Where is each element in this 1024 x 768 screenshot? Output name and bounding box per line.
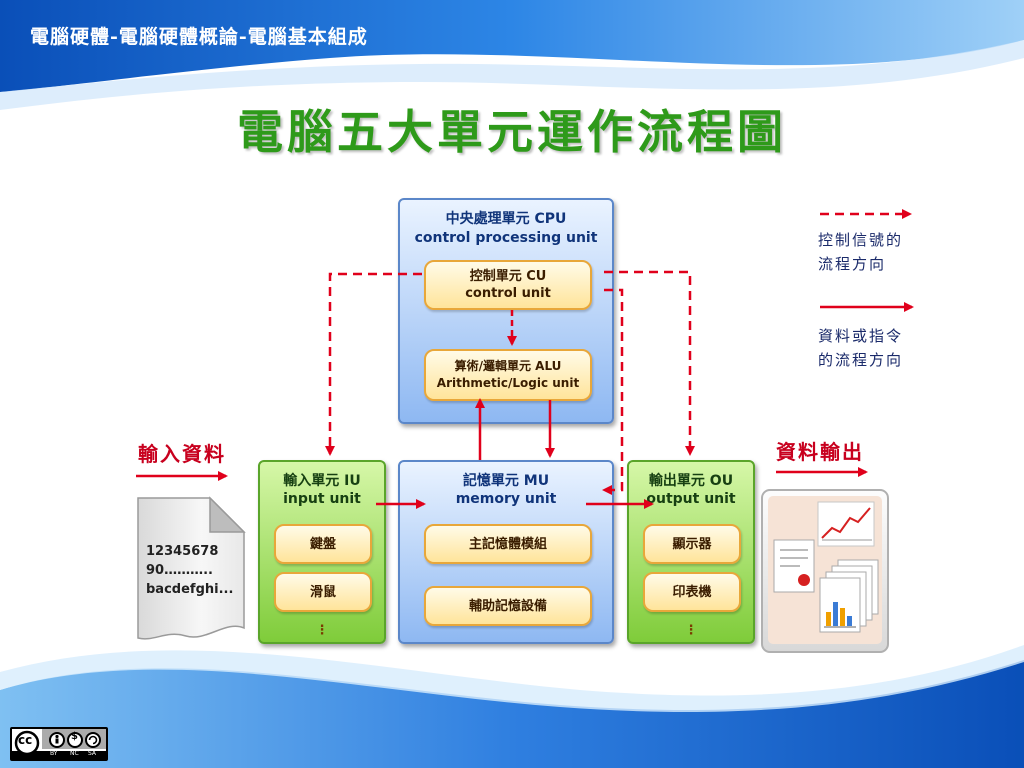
legend-control-line2: 流程方向 xyxy=(818,255,887,273)
mouse-item: 滑鼠 xyxy=(274,572,372,612)
output-data-label: 資料輸出 xyxy=(776,440,864,464)
control-unit-label-en: control unit xyxy=(465,286,551,301)
legend-data-line2: 的流程方向 xyxy=(818,351,904,369)
input-document-icon xyxy=(137,496,246,640)
printer-item: 印表機 xyxy=(643,572,741,612)
secondary-storage-item: 輔助記憶設備 xyxy=(424,586,592,626)
monitor-item: 顯示器 xyxy=(643,524,741,564)
cpu-title-cn: 中央處理單元 CPU xyxy=(445,211,567,227)
memory-unit-title-cn: 記憶單元 MU xyxy=(462,473,550,489)
doc-line: 12345678 xyxy=(146,544,219,559)
legend-data-line1: 資料或指令 xyxy=(818,327,904,345)
input-unit-title-cn: 輸入單元 IU xyxy=(283,473,361,489)
alu-label-cn: 算術/邏輯單元 ALU xyxy=(454,359,562,373)
control-signal-to-output xyxy=(604,270,695,456)
input-more-dots: ⋮ xyxy=(315,623,329,638)
control-unit-label-cn: 控制單元 CU xyxy=(469,269,547,284)
cc-badge-text: cc xyxy=(18,733,33,747)
doc-line: 90……….. xyxy=(146,563,213,578)
legend-data-flow: 資料或指令 的流程方向 xyxy=(818,324,903,372)
input-unit: 輸入單元 IU input unit 鍵盤 滑鼠 ⋮ xyxy=(258,460,386,644)
legend-control-signal: 控制信號的 流程方向 xyxy=(818,228,903,276)
output-unit: 輸出單元 OU output unit 顯示器 印表機 ⋮ xyxy=(627,460,755,644)
legend-control-line1: 控制信號的 xyxy=(818,231,904,249)
alu-box: 算術/邏輯單元 ALU Arithmetic/Logic unit xyxy=(424,349,592,401)
breadcrumb: 電腦硬體-電腦硬體概論-電腦基本組成 xyxy=(30,26,368,48)
memory-unit-title-en: memory unit xyxy=(455,491,557,507)
input-unit-title-en: input unit xyxy=(283,491,361,507)
page-title: 電腦五大單元運作流程圖 xyxy=(237,105,787,159)
control-unit-box: 控制單元 CU control unit xyxy=(424,260,592,310)
output-illustration xyxy=(761,489,889,653)
memory-unit: 記憶單元 MU memory unit 主記憶體模組 輔助記憶設備 xyxy=(398,460,614,644)
license-badge: cc $ BY NC SA xyxy=(10,727,108,761)
output-more-dots: ⋮ xyxy=(684,623,698,638)
output-unit-title-en: output unit xyxy=(646,491,736,507)
cc-icons xyxy=(12,729,106,759)
cc-term-by: BY xyxy=(50,750,58,757)
cc-term-sa: SA xyxy=(88,750,97,757)
input-data-label: 輸入資料 xyxy=(138,442,226,466)
input-document-text: 12345678 90……….. bacdefghi... xyxy=(146,542,233,599)
cc-nc-text: $ xyxy=(71,731,78,742)
keyboard-item: 鍵盤 xyxy=(274,524,372,564)
control-signal-to-input xyxy=(325,272,422,456)
main-memory-item: 主記憶體模組 xyxy=(424,524,592,564)
doc-line: bacdefghi... xyxy=(146,582,234,597)
cpu-unit: 中央處理單元 CPU control processing unit 控制單元 … xyxy=(398,198,614,424)
cc-term-nc: NC xyxy=(70,750,79,757)
control-signal-to-memory xyxy=(602,288,624,495)
output-unit-title-cn: 輸出單元 OU xyxy=(648,473,734,489)
cpu-title-en: control processing unit xyxy=(414,230,598,246)
alu-label-en: Arithmetic/Logic unit xyxy=(436,376,580,390)
